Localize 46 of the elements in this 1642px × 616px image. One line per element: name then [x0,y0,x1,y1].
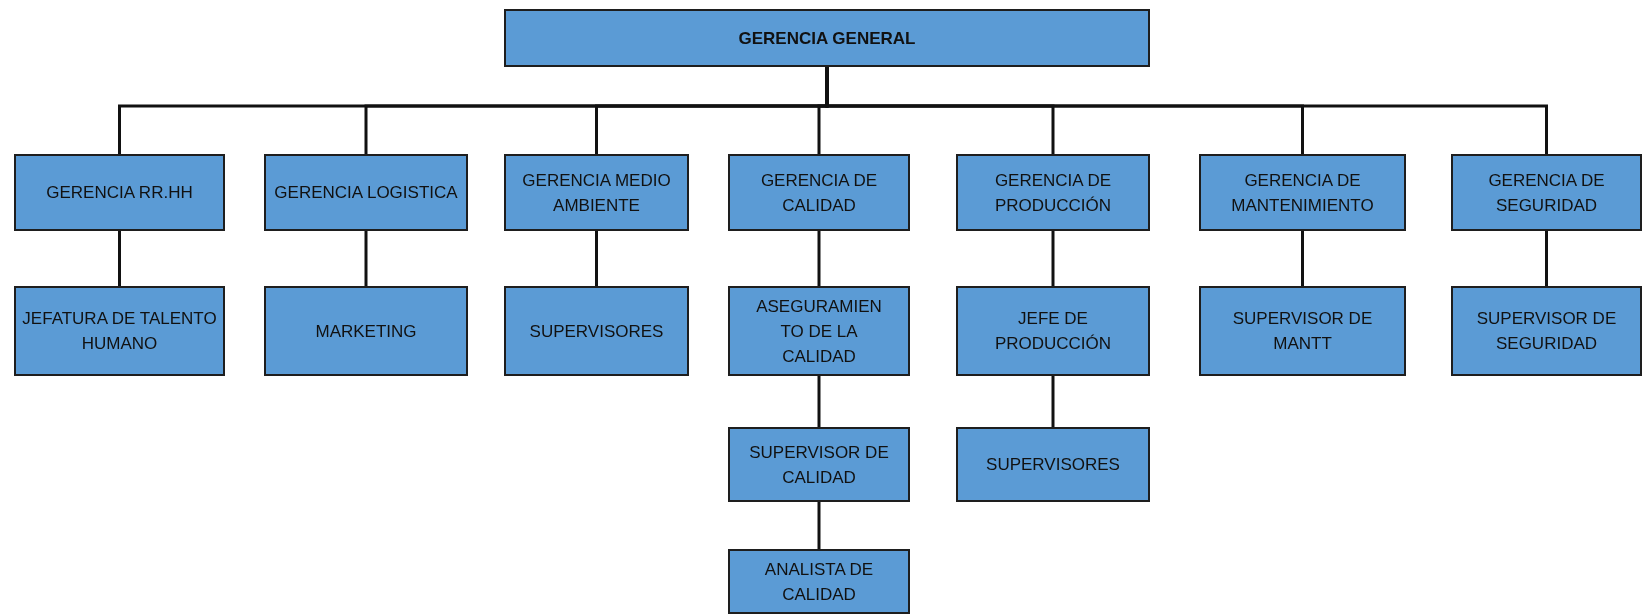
connector-line [1301,231,1304,286]
connector-line [364,231,368,286]
position-box [728,549,910,614]
position-title: JEFE DE PRODUCCIÓN [993,308,1113,355]
position-box [1199,154,1406,231]
connector-line [1051,376,1055,427]
position-box [264,154,468,231]
position-title: ANALISTA DE CALIDAD [763,558,875,606]
position-box [956,286,1150,376]
position-box [264,286,468,376]
connector-line [817,502,821,549]
position-box [956,427,1150,502]
connector-line [1545,231,1548,286]
position-title: SUPERVISOR DE MANTT [1231,308,1374,355]
position-title: SUPERVISORES [529,320,664,343]
position-title: GERENCIA DE SEGURIDAD [1487,169,1606,217]
connector-line [118,231,121,286]
position-title: SUPERVISOR DE SEGURIDAD [1475,308,1618,355]
position-title: ASEGURAMIEN TO DE LA CALIDAD [756,295,882,368]
top-position-box [504,9,1150,67]
position-box [956,154,1150,231]
connector-line [595,231,598,286]
position-box [14,154,225,231]
position-box [1451,154,1642,231]
position-title: JEFATURA DE TALENTO HUMANO [22,308,217,355]
position-box [1199,286,1406,376]
position-box [1451,286,1642,376]
position-box [728,427,910,502]
position-title: GERENCIA DE CALIDAD [759,169,879,217]
position-title: GERENCIA RR.HH [46,182,193,204]
position-title: GERENCIA DE MANTENIMIENTO [1230,169,1375,217]
position-box [14,286,225,376]
position-box [504,154,689,231]
position-title: GERENCIA MEDIO AMBIENTE [521,169,672,217]
position-title: GERENCIA GENERAL [738,27,916,50]
position-title: SUPERVISORES [986,454,1120,476]
connector-line [817,231,821,286]
position-box [728,154,910,231]
connector-line [817,376,821,427]
position-box [728,286,910,376]
position-box [504,286,689,376]
position-title: MARKETING [315,320,417,343]
position-title: GERENCIA DE PRODUCCIÓN [993,169,1113,217]
position-title: SUPERVISOR DE CALIDAD [748,441,890,489]
connector-line [1051,231,1055,286]
position-title: GERENCIA LOGISTICA [274,182,458,204]
